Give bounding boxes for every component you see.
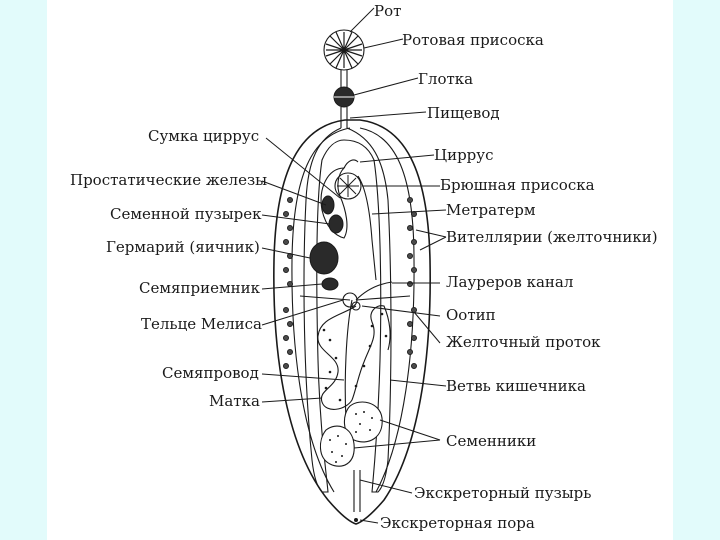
label-excretory-bladder: Экскреторный пузырь — [414, 484, 591, 502]
label-mouth: Рот — [374, 2, 401, 20]
vas-deferens — [344, 299, 353, 421]
intestine-right-branch — [343, 127, 392, 493]
ventral-sucker — [334, 172, 362, 200]
label-prostatic-glands: Простатические железы — [70, 171, 267, 189]
vitelline-duct — [299, 295, 411, 301]
label-pharynx: Глотка — [418, 70, 473, 88]
metraterm — [357, 175, 377, 281]
label-vas-deferens: Семяпровод — [162, 364, 259, 382]
excretory-bladder — [353, 470, 361, 512]
label-intestine-branch: Ветвь кишечника — [446, 377, 586, 395]
laurer-canal — [355, 281, 393, 301]
leader-lines-right — [349, 7, 447, 524]
label-esophagus: Пищевод — [427, 104, 500, 122]
testis-anterior — [343, 401, 383, 443]
seminal-receptacle — [321, 277, 339, 291]
cirrus-pouch — [320, 167, 348, 239]
intestine-left-branch — [303, 127, 345, 493]
diagram-panel — [47, 0, 673, 540]
label-cirrus: Циррус — [434, 146, 494, 164]
ventral-sucker-rays — [337, 175, 359, 197]
vitellaria-right — [406, 196, 417, 369]
body-outline — [273, 119, 431, 525]
label-seminal-vesicle: Семенной пузырек — [110, 205, 262, 223]
uterus — [317, 305, 391, 410]
label-testes: Семенники — [446, 432, 536, 450]
leader-lines-left — [261, 137, 345, 403]
mouth-stalk — [340, 70, 348, 88]
uterus-eggs — [322, 312, 388, 402]
excretory-pore — [354, 518, 358, 522]
label-uterus: Матка — [209, 392, 260, 410]
germarium — [309, 241, 339, 275]
label-metraterm: Метратерм — [446, 201, 536, 219]
label-laurer-canal: Лауреров канал — [446, 273, 573, 291]
oral-sucker-rays — [325, 31, 363, 69]
prostatic-glands — [321, 195, 335, 215]
cirrus — [343, 159, 359, 169]
label-cirrus-pouch: Сумка циррус — [148, 127, 259, 145]
oral-sucker — [323, 29, 365, 71]
label-vitelline-duct: Желточный проток — [446, 333, 601, 351]
ootype — [351, 301, 361, 311]
seminal-vesicle — [328, 214, 344, 234]
esophagus — [340, 107, 348, 128]
label-oral-sucker: Ротовая присоска — [402, 31, 544, 49]
label-mehlis-gland: Тельце Мелиса — [141, 315, 262, 333]
label-ootype: Оотип — [446, 306, 496, 324]
label-germarium: Гермарий (яичник) — [106, 238, 260, 256]
label-ventral-sucker: Брюшная присоска — [440, 176, 595, 194]
testes-texture — [329, 411, 373, 463]
vitellaria-left — [282, 196, 293, 369]
label-vitellaria: Вителлярии (желточники) — [446, 228, 658, 246]
testis-posterior — [319, 425, 355, 467]
label-excretory-pore: Экскреторная пора — [380, 514, 535, 532]
label-seminal-receptacle: Семяприемник — [139, 279, 261, 297]
